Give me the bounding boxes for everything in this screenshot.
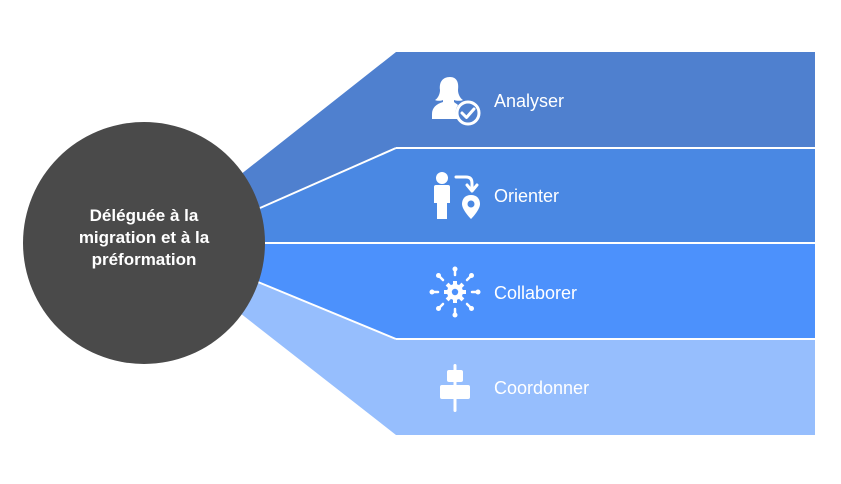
center-circle	[23, 122, 265, 364]
item-label-coordonner: Coordonner	[494, 378, 590, 398]
separator-line	[257, 281, 397, 340]
center-title: Déléguée à la migration et à la préforma…	[46, 205, 242, 271]
item-label-orienter: Orienter	[494, 186, 560, 206]
item-label-collaborer: Collaborer	[494, 283, 578, 303]
band-coordonner	[240, 282, 815, 435]
band-analyser	[240, 52, 815, 208]
person-location-icon	[434, 172, 480, 219]
network-gear-icon	[429, 266, 481, 318]
center-title-line: préformation	[91, 250, 197, 269]
item-label-analyser: Analyser	[494, 91, 565, 111]
person-check-icon	[432, 77, 481, 126]
center-title-line: migration et à la	[78, 228, 210, 247]
align-center-icon	[440, 364, 470, 412]
center-title-line: Déléguée à la	[89, 206, 199, 225]
band-collaborer	[258, 243, 815, 339]
separator-line	[259, 147, 397, 209]
band-orienter	[260, 148, 815, 243]
